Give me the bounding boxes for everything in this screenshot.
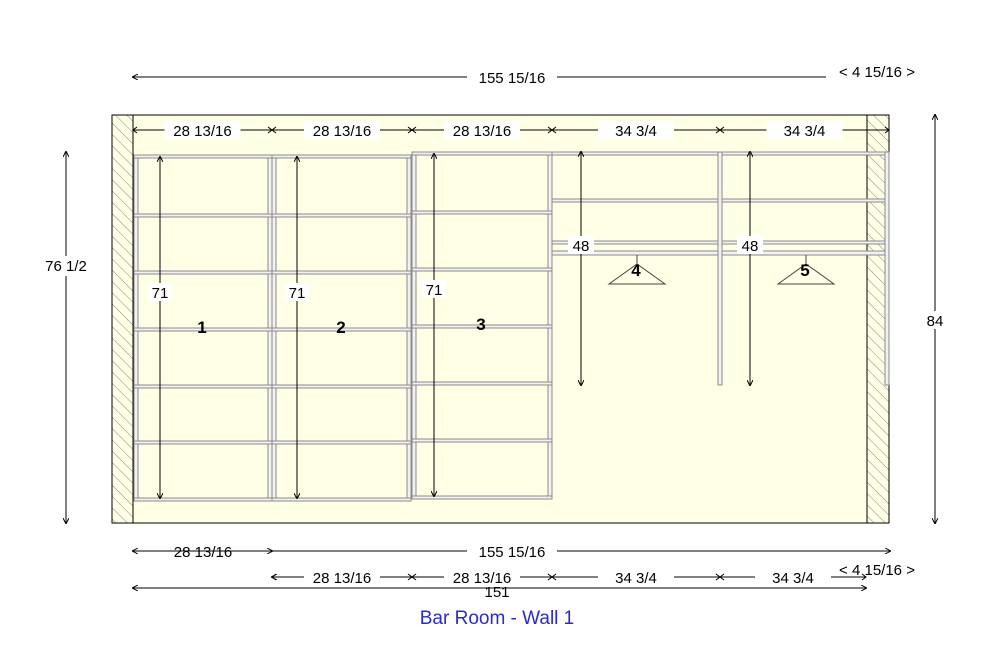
drawing-title: Bar Room - Wall 1: [420, 608, 575, 629]
section-dimension-label: 28 13/16: [313, 570, 371, 587]
dimension-label: 155 15/16: [479, 544, 546, 561]
section-dimension-label: 34 3/4: [615, 123, 657, 140]
total-width-label: 151: [484, 584, 509, 601]
unit-number: 4: [631, 261, 641, 280]
unit-height-label: 48: [573, 238, 590, 255]
shelf: [271, 440, 412, 445]
shelf: [133, 497, 273, 502]
unit-4[interactable]: 48 4: [568, 236, 641, 280]
section-dimension-label: 28 13/16: [453, 570, 511, 587]
shelf: [411, 210, 553, 215]
shelf: [271, 154, 412, 159]
bottom-dimensions: 151 28 13/16 155 15/16 28 13/16 28 13/16 3…: [133, 542, 915, 601]
arrow-head: [719, 126, 890, 134]
shelf: [411, 324, 553, 329]
dimension-label: 155 15/16: [479, 70, 546, 87]
overall-width-dimension-top: 155 15/16 < 4 15/16 >: [133, 64, 915, 87]
shelf: [411, 381, 553, 386]
height-dimension-right: 84: [922, 115, 950, 523]
unit-2-shelves: [271, 154, 412, 502]
shelf: [133, 270, 273, 275]
section-dimension-label: 28 13/16: [173, 123, 231, 140]
right-offset-label: < 4 15/16 >: [839, 64, 915, 81]
unit-height-label: 71: [289, 285, 306, 302]
unit-2[interactable]: 71 2: [285, 283, 346, 337]
unit-number: 1: [197, 318, 206, 337]
hanger-icon: [776, 255, 836, 285]
shelf: [133, 154, 273, 159]
dimension-label: 28 13/16: [174, 544, 232, 561]
shelf: [133, 213, 273, 218]
unit-5[interactable]: 48 5: [737, 236, 810, 280]
hanger-icon: [607, 255, 667, 285]
unit-height-label: 48: [742, 238, 759, 255]
arrow-head: [719, 573, 867, 581]
end-panel: [884, 151, 890, 386]
section-dimension-label: 28 13/16: [313, 123, 371, 140]
unit-height-label: 71: [426, 282, 443, 299]
height-dimension-left: 76 1/2: [36, 152, 98, 523]
section-dimension-label: 34 3/4: [772, 570, 814, 587]
closet-units: [133, 151, 890, 502]
shelf: [411, 151, 553, 156]
shelf: [411, 495, 553, 500]
shelf: [271, 497, 412, 502]
shelf: [411, 267, 553, 272]
dimension-label: 84: [927, 313, 944, 330]
unit-number: 2: [336, 318, 345, 337]
shelf: [133, 384, 273, 389]
section-dimension-label: 34 3/4: [784, 123, 826, 140]
hanging-units: [551, 151, 890, 386]
unit-3-shelves: [411, 151, 553, 500]
left-wall-hatch: [111, 114, 134, 524]
section-dimension-label: 28 13/16: [453, 123, 511, 140]
shelf: [411, 438, 553, 443]
shelf: [271, 327, 412, 332]
shelf: [271, 384, 412, 389]
wall-area: [111, 114, 890, 524]
unit-number: 5: [800, 261, 809, 280]
unit-1[interactable]: 71 1: [148, 283, 207, 337]
unit-3[interactable]: 71 3: [422, 280, 486, 334]
divider-panel: [717, 151, 723, 386]
section-dimension-label: 34 3/4: [615, 570, 657, 587]
unit-number: 3: [476, 315, 485, 334]
shelf: [133, 440, 273, 445]
right-offset-label: < 4 15/16 >: [839, 562, 915, 579]
shelf: [271, 213, 412, 218]
shelf: [271, 270, 412, 275]
dimension-label: 76 1/2: [45, 258, 87, 275]
unit-height-label: 71: [152, 285, 169, 302]
section-dimensions-top: 28 13/16 28 13/16 28 13/16 34 3/4 34 3/4: [132, 121, 890, 140]
